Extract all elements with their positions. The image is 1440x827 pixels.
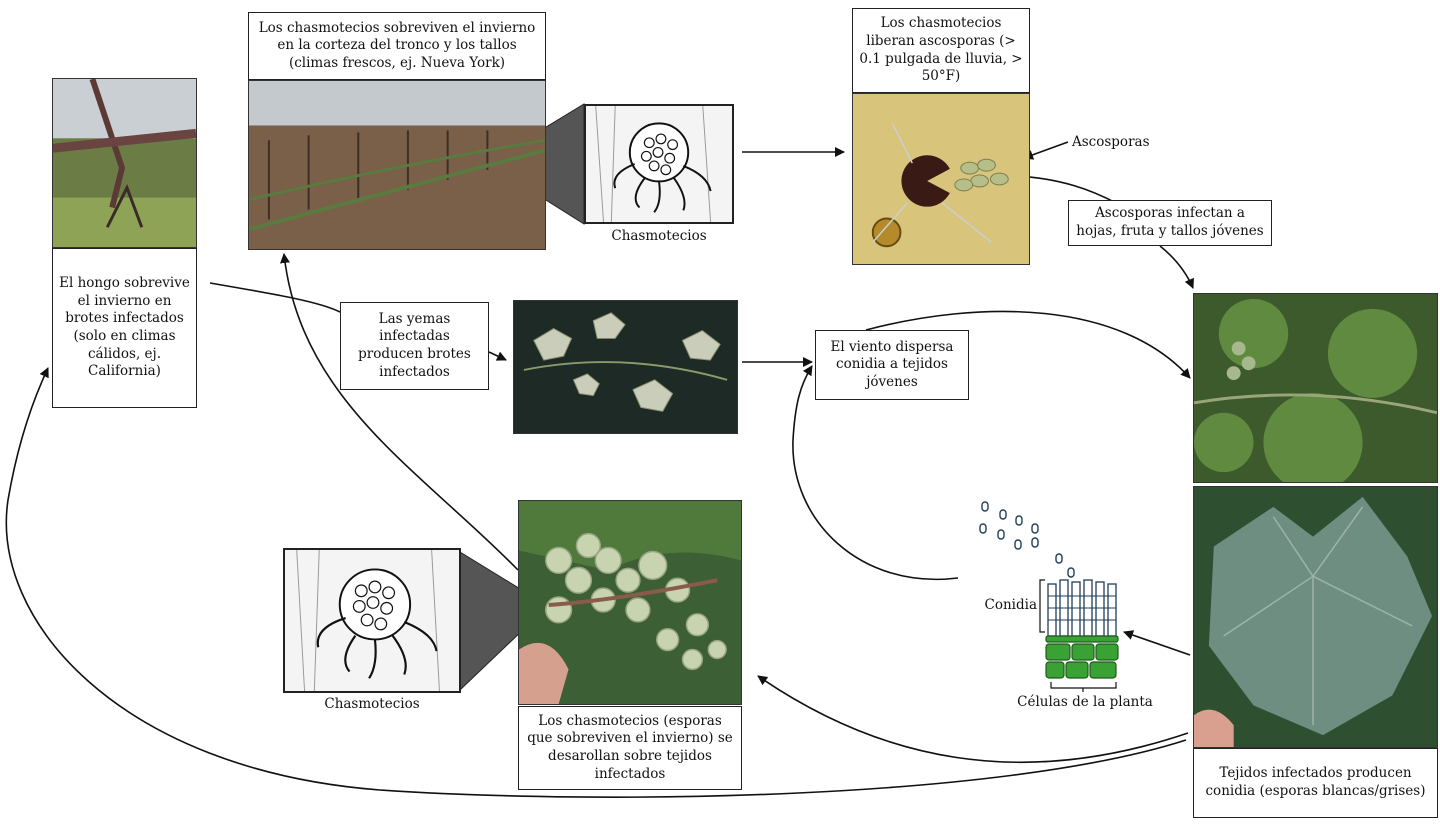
chasmotecios-bottom-label: Chasmotecios [324, 696, 420, 712]
ascospores-infect-box: Ascosporas infectan a hojas, fruta y tal… [1068, 200, 1272, 246]
ascospores-infect-text: Ascosporas infectan a hojas, fruta y tal… [1076, 205, 1264, 239]
vineyard-photo [248, 80, 546, 250]
winter-chasmothecia-text: Los chasmotecios sobreviven el invierno … [258, 19, 536, 71]
chasmothecium-drawing-bottom [283, 548, 461, 693]
ascosporas-label: Ascosporas [1072, 134, 1150, 150]
wind-conidia-text: El viento dispersa conidia a tejidos jóv… [830, 338, 954, 390]
arrow-buds [209, 282, 341, 313]
conidia-label: Conidia [984, 597, 1037, 613]
conidia-chains [1047, 579, 1117, 637]
wind-conidia-box: El viento dispersa conidia a tejidos jóv… [815, 330, 969, 400]
grape-cluster-photo [518, 500, 742, 705]
arrow-to-cells [1123, 630, 1191, 656]
conidia-cells-illustration [979, 501, 1119, 679]
bud-photo [52, 78, 197, 248]
chasmothecia-develop-text: Los chasmotecios (esporas que sobreviven… [527, 712, 733, 782]
arrow-buds-2 [488, 351, 507, 361]
infected-leaf-photo [1193, 486, 1438, 748]
infected-shoots-photo [513, 300, 738, 434]
winter-chasmothecia-box: Los chasmotecios sobreviven el invierno … [248, 12, 546, 80]
infected-tissue-conidia-box: Tejidos infectados producen conidia (esp… [1193, 748, 1438, 818]
fungus-buds-text: El hongo sobrevive el invierno en brotes… [59, 275, 190, 380]
infected-buds-box: Las yemas infectadas producen brotes inf… [340, 302, 489, 390]
chasmothecium-drawing-top [584, 104, 734, 224]
release-ascospores-text: Los chasmotecios liberan ascosporas (> 0… [859, 15, 1023, 85]
arrow-to-shoots [1159, 245, 1194, 289]
plant-cells-label: Células de la planta [1017, 694, 1153, 710]
infected-buds-text: Las yemas infectadas producen brotes inf… [358, 310, 471, 380]
chasmothecia-develop-box: Los chasmotecios (esporas que sobreviven… [518, 706, 742, 790]
plant-cells [1045, 635, 1119, 679]
release-ascospores-box: Los chasmotecios liberan ascosporas (> 0… [852, 8, 1030, 93]
infected-tissue-conidia-text: Tejidos infectados producen conidia (esp… [1205, 765, 1426, 799]
fungus-buds-box: El hongo sobrevive el invierno en brotes… [52, 248, 197, 408]
arrow-ascospores-label [1023, 141, 1069, 160]
micrograph-photo [852, 93, 1030, 265]
infected-shoot-leaves-photo [1193, 293, 1438, 483]
chasmotecios-top-label: Chasmotecios [611, 228, 707, 244]
